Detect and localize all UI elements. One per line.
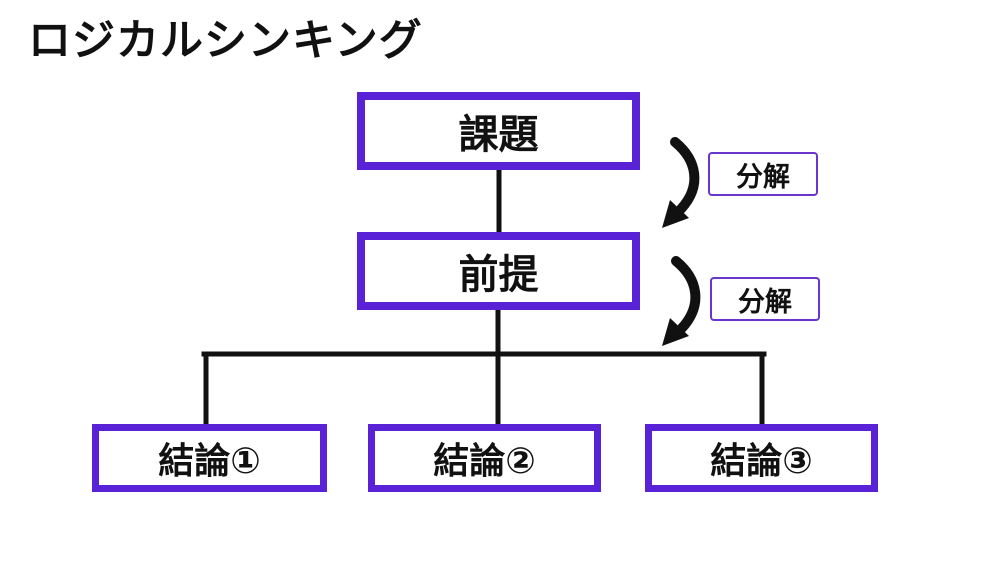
curved-arrow-down-icon xyxy=(662,137,700,228)
curved-arrow-down-icon xyxy=(662,256,701,346)
node-conclusion-3: 結論③ xyxy=(645,424,878,492)
node-label: 前提 xyxy=(458,253,539,297)
node-label: 課題 xyxy=(458,113,539,157)
node-conclusion-1: 結論① xyxy=(92,424,327,492)
node-label: 結論③ xyxy=(710,440,813,481)
node-conclusion-2: 結論② xyxy=(368,424,601,492)
decompose-label-text: 分解 xyxy=(738,286,792,317)
decompose-label: 分解 xyxy=(708,152,818,196)
node-zentei: 前提 xyxy=(357,232,640,310)
tree-connector-lines xyxy=(201,167,767,427)
node-kadai: 課題 xyxy=(357,92,640,170)
decompose-label-text: 分解 xyxy=(736,161,790,192)
page-title: ロジカルシンキング xyxy=(28,17,423,65)
node-label: 結論① xyxy=(158,440,261,481)
node-label: 結論② xyxy=(433,440,536,481)
decompose-label: 分解 xyxy=(710,277,820,321)
